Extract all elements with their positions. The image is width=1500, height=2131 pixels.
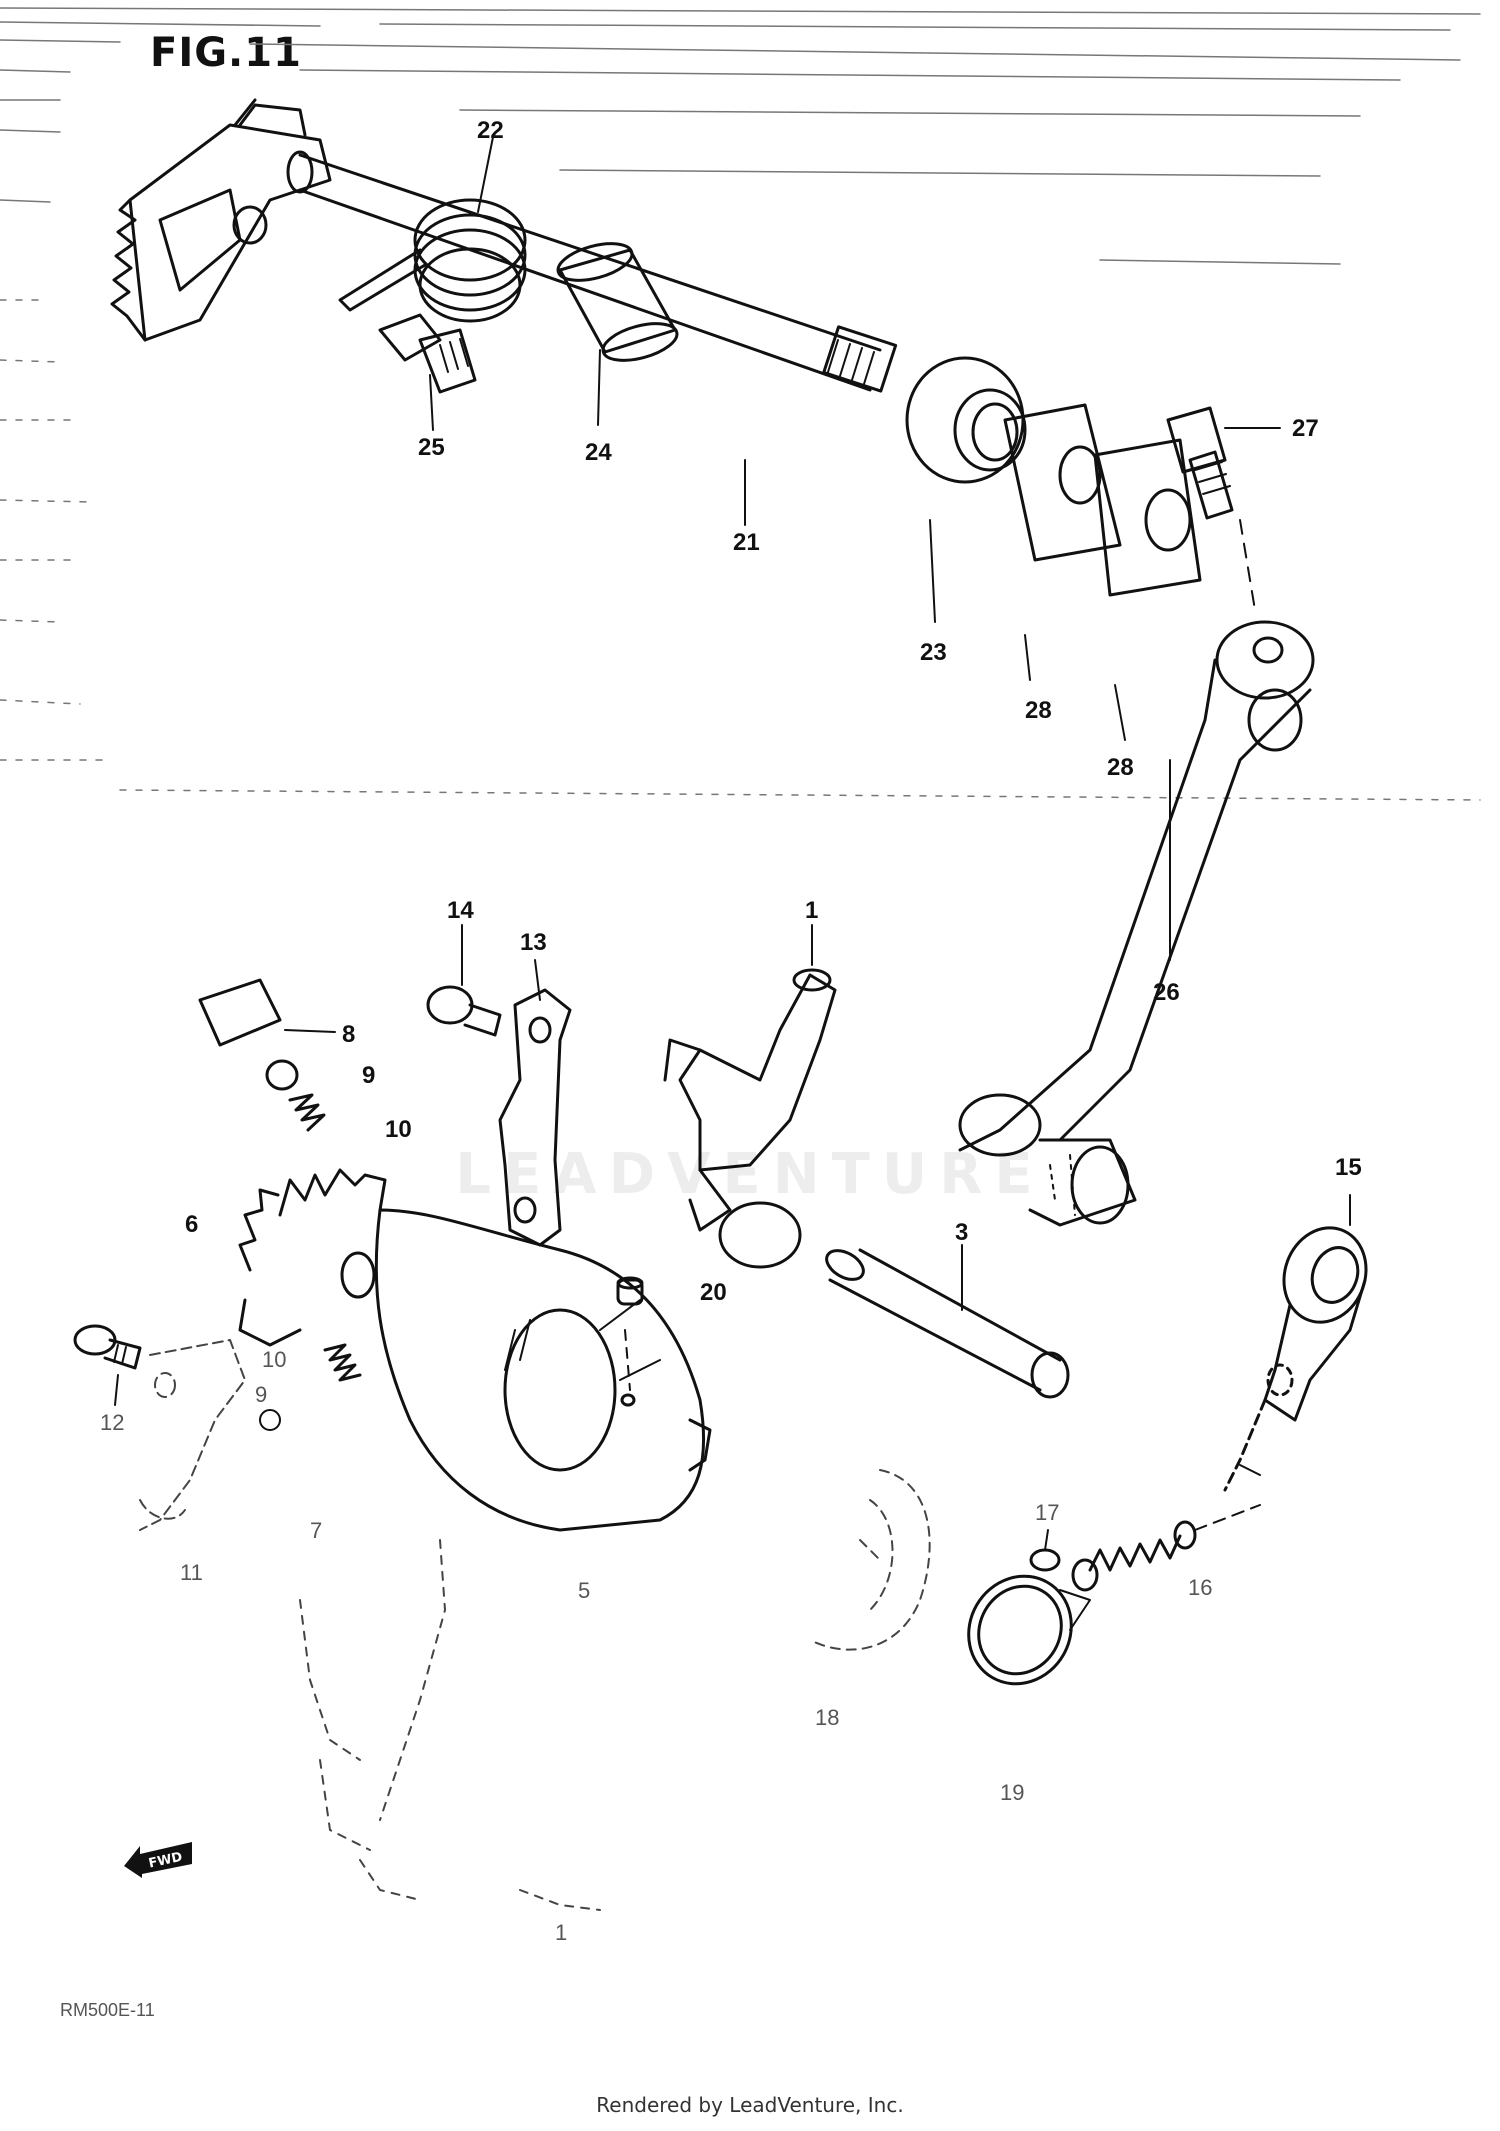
bolt-25: [378, 313, 477, 394]
shift-drum-assembly: [73, 968, 1368, 1911]
label-10b: 10: [262, 1347, 286, 1372]
label-28b: 28: [1107, 754, 1134, 781]
spring-10-lower: [323, 1343, 362, 1382]
label-25: 25: [418, 434, 445, 461]
fork-shaft-3: [825, 1248, 1070, 1399]
stopper-plate-13: [498, 988, 572, 1247]
ball-9-lower: [259, 1409, 281, 1431]
return-spring-22: [338, 198, 527, 323]
label-7: 7: [310, 1518, 322, 1543]
shift-arm-plate: [128, 123, 332, 342]
label-6: 6: [185, 1211, 198, 1238]
shaft-spline: [822, 325, 898, 393]
label-10a: 10: [385, 1116, 412, 1143]
label-16: 16: [1188, 1575, 1212, 1600]
bushing-28b: [1093, 438, 1202, 597]
shift-cam-6: [238, 1168, 387, 1347]
part-18: [809, 1469, 931, 1651]
screw-12: [73, 1324, 142, 1370]
arm-15: [1223, 1226, 1368, 1492]
figure-title: FIG.11: [150, 30, 302, 76]
render-credit: Rendered by LeadVenture, Inc.: [596, 2093, 904, 2117]
watermark: LEADVENTURE: [455, 1142, 1045, 1207]
fwd-label: FWD: [147, 1850, 184, 1872]
label-9a: 9: [362, 1062, 375, 1089]
oil-seal-23: [905, 356, 1027, 484]
label-23: 23: [920, 639, 947, 666]
ring-19: [967, 1574, 1091, 1686]
faint-parts: [299, 1539, 601, 1911]
gearshift-shaft-assembly: [110, 98, 1315, 1227]
label-20: 20: [700, 1279, 727, 1306]
label-18: 18: [815, 1705, 839, 1730]
label-22: 22: [477, 117, 504, 144]
part-labels: 22 25 24 21 23 28 28 27 26 1 14 13 8 9 1…: [100, 117, 1362, 1945]
label-8: 8: [342, 1021, 355, 1048]
label-26: 26: [1153, 979, 1180, 1006]
label-14: 14: [447, 897, 474, 924]
ball-9: [265, 1059, 299, 1091]
label-28a: 28: [1025, 697, 1052, 724]
label-11: 11: [180, 1560, 203, 1585]
label-13: 13: [520, 929, 547, 956]
screw-14: [426, 985, 502, 1037]
leader-lines: [114, 136, 1351, 1406]
label-9b: 9: [255, 1382, 267, 1407]
spring-16: [1071, 1504, 1261, 1592]
shift-drum: [374, 1208, 712, 1532]
label-15: 15: [1335, 1154, 1362, 1181]
scan-noise: [0, 7, 1481, 801]
clip-17: [1029, 1529, 1061, 1572]
label-19: 19: [1000, 1780, 1024, 1805]
label-21: 21: [733, 529, 760, 556]
diagram-code: RM500E-11: [60, 2000, 155, 2020]
label-12: 12: [100, 1410, 124, 1435]
label-24: 24: [585, 439, 612, 466]
shift-fork-1: [663, 968, 837, 1269]
plate-11: [139, 1339, 246, 1531]
bushing-28a: [1003, 403, 1122, 562]
label-27: 27: [1292, 415, 1319, 442]
stopper-8: [198, 978, 282, 1047]
label-3: 3: [955, 1219, 968, 1246]
collar-24: [556, 242, 679, 362]
gearshift-lever-26: [958, 620, 1315, 1227]
label-1-lower: 1: [555, 1920, 567, 1945]
label-1: 1: [805, 897, 818, 924]
label-17: 17: [1035, 1500, 1059, 1525]
spring-10: [288, 1093, 326, 1132]
bolt-27: [1166, 406, 1256, 611]
label-5: 5: [578, 1578, 590, 1603]
fwd-arrow-icon: FWD: [124, 1842, 192, 1878]
shaft-21: [298, 153, 882, 392]
